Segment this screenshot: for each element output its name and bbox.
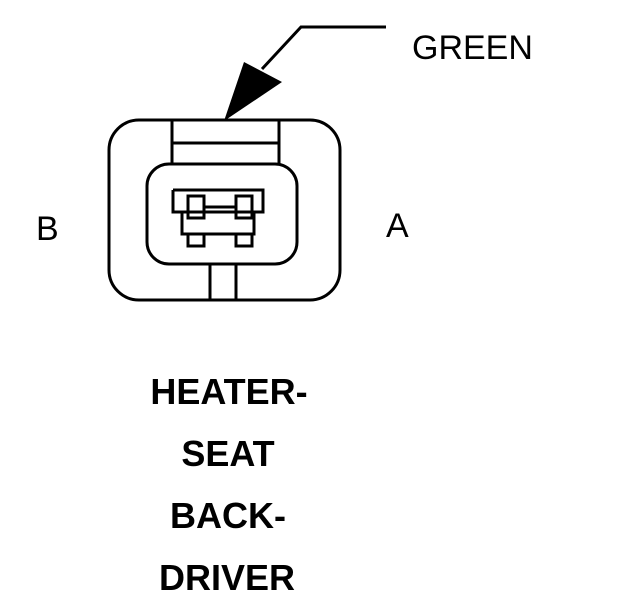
connector-title: HEATER- SEAT BACK- DRIVER: [150, 371, 307, 598]
title-line-2: SEAT: [181, 433, 274, 474]
pin-b-contact: [186, 194, 206, 220]
connector-cavity: [145, 162, 299, 266]
pin-a-contact: [234, 194, 254, 220]
title-line-4: DRIVER: [159, 557, 295, 598]
leader-line: [260, 25, 386, 71]
connector-housing: [107, 118, 342, 302]
connector-outer-body: [107, 118, 342, 302]
title-line-1: HEATER-: [150, 371, 307, 412]
pin-label-b: B: [36, 210, 59, 248]
pin-label-a: A: [386, 207, 409, 245]
leader-arrowhead: [224, 62, 282, 121]
color-callout-leader: [224, 25, 386, 121]
wire-color-label: GREEN: [412, 29, 533, 67]
title-line-3: BACK-: [170, 495, 286, 536]
terminal-b: [186, 232, 206, 248]
terminal-a: [234, 232, 254, 248]
terminal-holder: [171, 188, 265, 236]
shorting-bar: [186, 194, 254, 220]
